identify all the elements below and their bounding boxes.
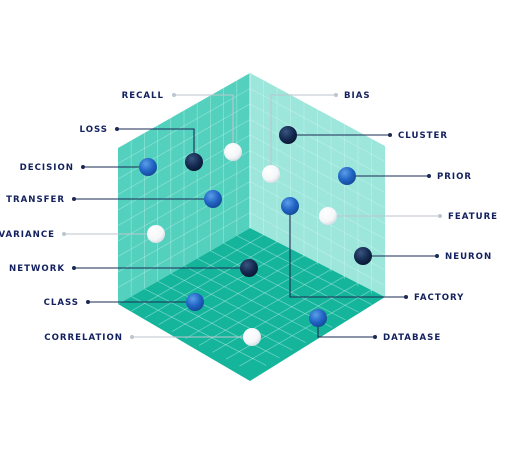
leader-recall	[174, 94, 234, 148]
node-prior	[338, 167, 356, 185]
grid-line	[185, 262, 318, 339]
leader-factory	[289, 206, 406, 298]
labels: RECALL BIAS LOSS CLUSTER DECISION PRIOR …	[0, 91, 498, 343]
label-correlation: CORRELATION	[44, 333, 123, 343]
label-variance: VARIANCE	[0, 230, 55, 240]
grid-line	[171, 255, 305, 332]
endpoint-network	[72, 266, 76, 270]
grid-line	[212, 275, 345, 353]
endpoint-decision	[81, 165, 85, 169]
node-decision	[139, 158, 157, 176]
label-decision: DECISION	[20, 163, 74, 173]
endpoint-prior	[427, 174, 431, 178]
grid-line	[249, 181, 386, 255]
grid-line	[131, 296, 267, 366]
node-variance	[147, 225, 165, 243]
grid-line	[170, 273, 306, 343]
grid-line	[239, 289, 372, 367]
label-loss: LOSS	[80, 125, 108, 135]
endpoint-loss	[115, 127, 119, 131]
grid-line	[158, 248, 291, 326]
grid-line	[249, 134, 386, 209]
grid-line	[223, 242, 359, 313]
grid-line	[249, 212, 386, 286]
grid-line	[157, 280, 293, 351]
node-factory	[281, 197, 299, 215]
node-recall	[224, 143, 242, 161]
endpoint-recall	[172, 93, 176, 97]
endpoint-transfer	[72, 197, 76, 201]
label-class: CLASS	[44, 298, 79, 308]
label-network: NETWORK	[9, 264, 65, 274]
endpoint-feature	[438, 214, 442, 218]
grid-line	[117, 88, 251, 164]
grid-line	[249, 150, 386, 224]
grid-line	[144, 288, 280, 359]
grid-line	[210, 250, 346, 321]
label-feature: FEATURE	[448, 212, 498, 222]
node-transfer	[204, 190, 222, 208]
endpoint-database	[373, 335, 377, 339]
label-transfer: TRANSFER	[6, 195, 65, 205]
endpoint-bias	[334, 93, 338, 97]
grid-line	[117, 165, 251, 242]
endpoint-factory	[404, 295, 408, 299]
endpoint-cluster	[388, 133, 392, 137]
grid-line	[249, 103, 386, 178]
leader-bias	[270, 94, 336, 170]
grid-line	[249, 88, 386, 162]
node-class	[186, 293, 204, 311]
node-neuron	[354, 247, 372, 265]
endpoint-neuron	[435, 254, 439, 258]
endpoint-variance	[62, 232, 66, 236]
leader-lines	[64, 94, 440, 338]
grid-line	[198, 269, 332, 346]
node-loss	[185, 153, 203, 171]
leader-loss	[117, 128, 195, 159]
leader-endpoints	[62, 93, 442, 339]
label-recall: RECALL	[122, 91, 164, 101]
grid-line	[117, 196, 251, 273]
grid-line	[249, 119, 386, 193]
grid-line	[117, 150, 251, 226]
cube	[117, 73, 386, 381]
grid-line	[183, 265, 320, 336]
node-feature	[319, 207, 337, 225]
grid-line	[117, 119, 251, 195]
nodes	[139, 126, 372, 346]
node-cluster	[279, 126, 297, 144]
grid-line	[117, 181, 251, 257]
cube-grid-lines	[117, 80, 386, 367]
label-bias: BIAS	[344, 91, 371, 101]
label-database: DATABASE	[383, 333, 441, 343]
node-correlation	[243, 328, 261, 346]
cube-left-wall	[118, 73, 250, 304]
node-bias	[262, 165, 280, 183]
label-prior: PRIOR	[437, 172, 472, 182]
label-factory: FACTORY	[414, 293, 464, 303]
endpoint-correlation	[130, 335, 134, 339]
endpoint-class	[86, 300, 90, 304]
grid-line	[117, 212, 251, 288]
grid-line	[225, 282, 359, 360]
grid-line	[236, 235, 372, 305]
label-cluster: CLUSTER	[398, 131, 448, 141]
label-neuron: NEURON	[445, 252, 492, 262]
node-network	[240, 259, 258, 277]
grid-line	[131, 234, 264, 312]
node-database	[309, 309, 327, 327]
cube-floor	[118, 228, 385, 381]
grid-line	[144, 241, 278, 319]
